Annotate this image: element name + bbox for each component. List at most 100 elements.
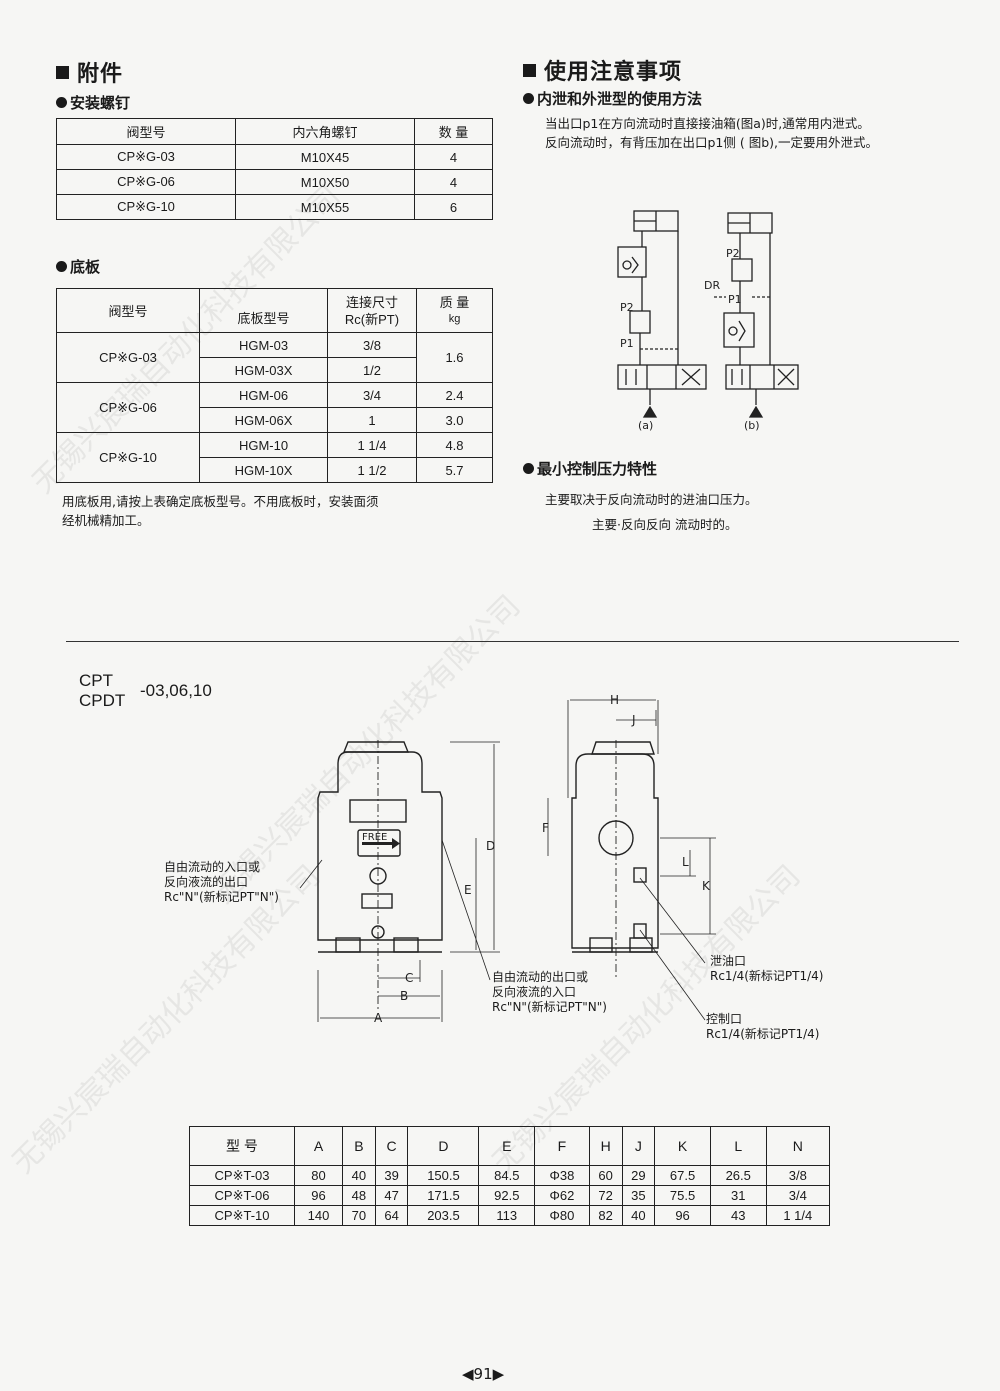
table-cell: CP※G-10 (56, 432, 200, 483)
circuit-b-dir-valve (725, 364, 799, 390)
table-cell: 75.5 (654, 1185, 711, 1206)
table-cell: 35 (621, 1185, 656, 1206)
page-number-text: 91 (473, 1365, 493, 1383)
table-cell: CP※G-06 (56, 169, 236, 195)
drain-port-callout: 泄油口 Rc1/4(新标记PT1/4) (710, 954, 824, 984)
model-designation: CPT CPDT (79, 671, 125, 711)
dim-header: 型 号 (189, 1126, 295, 1166)
table-cell: 92.5 (478, 1185, 536, 1206)
circuit-a-check (629, 310, 651, 334)
table-cell: 3/4 (765, 1185, 831, 1206)
table-cell: 40 (342, 1165, 376, 1186)
dim-header: N (765, 1126, 831, 1166)
table-cell: 4 (414, 144, 493, 170)
inlet-line1: 自由流动的入口或 (164, 860, 261, 874)
dim-header: B (342, 1126, 376, 1166)
dim-b: B (400, 989, 408, 1003)
table-cell: 39 (374, 1165, 409, 1186)
min-pressure-heading-text: 最小控制压力特性 (537, 460, 658, 478)
table-cell: 67.5 (654, 1165, 711, 1186)
base-header-conn-line1: 连接尺寸 (345, 294, 398, 310)
valve-drawing: FREE A B C D E F H J K L (299, 693, 716, 1025)
table-cell: 113 (478, 1205, 536, 1226)
dim-k: K (702, 879, 711, 893)
circuit-b-p2-label: P2 (726, 247, 740, 260)
dim-header: E (478, 1126, 536, 1166)
table-cell: Φ62 (534, 1185, 590, 1206)
free-label: FREE (362, 832, 387, 843)
table-cell: HGM-06 (199, 382, 328, 408)
table-cell: 47 (374, 1185, 409, 1206)
base-header-mass-line2: kg (448, 312, 461, 325)
base-note-line1: 用底板用,请按上表确定底板型号。不用底板时，安装面须 (62, 494, 379, 509)
min-pressure-heading: 最小控制压力特性 (523, 458, 657, 479)
dim-header: J (621, 1126, 656, 1166)
drain-text: 当出口p1在方向流动时直接接油箱(图a)时,通常用内泄式。 反向流动时，有背压加… (545, 114, 878, 152)
dim-header: C (374, 1126, 409, 1166)
table-cell: 140 (293, 1205, 344, 1226)
circuit-a-p2-label: P2 (620, 301, 634, 314)
inlet-line3: Rc"N"(新标记PT"N") (164, 890, 279, 904)
table-cell: CP※T-10 (189, 1205, 295, 1226)
dim-a: A (374, 1011, 383, 1025)
table-row: CP※G-10 HGM-10 1 1/4 4.8 (56, 432, 493, 483)
table-row: CP※G-03 M10X45 4 (56, 144, 493, 170)
dim-header: K (654, 1126, 711, 1166)
table-cell: 171.5 (407, 1185, 480, 1206)
table-cell: 60 (588, 1165, 623, 1186)
drain-port-line1: 泄油口 (710, 954, 747, 968)
outlet-line1: 自由流动的出口或 (492, 970, 589, 984)
table-row: CP※T-06 96 48 47 171.5 92.5 Φ62 72 35 75… (189, 1185, 831, 1206)
table-cell: 96 (293, 1185, 344, 1206)
table-cell: 2.4 (416, 382, 493, 408)
table-row: CP※T-10 140 70 64 203.5 113 Φ80 82 40 96… (189, 1205, 831, 1226)
base-header-mass-line1: 质 量 (439, 294, 470, 310)
table-cell: 72 (588, 1185, 623, 1206)
table-cell: 3/8 (765, 1165, 831, 1186)
table-cell: CP※G-06 (56, 382, 200, 433)
drain-text-line2: 反向流动时，有背压加在出口p1侧 ( 图b),一定要用外泄式。 (545, 135, 878, 150)
table-cell: 3/4 (327, 382, 417, 408)
dim-header: A (293, 1126, 344, 1166)
table-row: CP※G-03 HGM-03 3/8 1.6 (56, 332, 493, 383)
dim-f: F (542, 821, 549, 835)
base-header-valve: 阀型号 (56, 288, 200, 333)
outlet-callout: 自由流动的出口或 反向液流的入口 Rc"N"(新标记PT"N") (492, 970, 607, 1015)
table-row: CP※G-06 M10X50 4 (56, 169, 493, 195)
inlet-line2: 反向液流的出口 (164, 875, 249, 889)
table-row: HGM-03X 1/2 (57, 357, 493, 383)
table-cell: 70 (342, 1205, 376, 1226)
circuit-a-pilot-check (617, 246, 647, 278)
dimension-table: 型 号 A B C D E F H J K L N CP※T-03 80 40 … (189, 1126, 831, 1226)
right-triangle-icon: ▶ (492, 1365, 505, 1383)
table-row: CP※G-06 HGM-06 3/4 2.4 (56, 382, 493, 433)
accessories-heading-text: 附件 (77, 62, 124, 87)
pilot-port-callout: 控制口 Rc1/4(新标记PT1/4) (706, 1012, 820, 1042)
table-cell: 40 (621, 1205, 656, 1226)
table-cell: CP※G-10 (56, 194, 236, 220)
table-cell: CP※G-03 (56, 332, 200, 383)
table-cell: 31 (709, 1185, 767, 1206)
circuit-b-caption: (b) (744, 419, 760, 432)
dim-header: D (407, 1126, 480, 1166)
table-row: CP※T-03 80 40 39 150.5 84.5 Φ38 60 29 67… (189, 1165, 831, 1186)
min-pressure-line1: 主要取决于反向流动时的进油口压力。 (545, 492, 758, 507)
table-cell: CP※T-03 (189, 1165, 295, 1186)
table-cell: 3.0 (416, 407, 493, 433)
table-cell: 84.5 (478, 1165, 536, 1186)
dim-c: C (405, 971, 413, 985)
table-cell: 150.5 (407, 1165, 480, 1186)
table-cell: 82 (588, 1205, 623, 1226)
drain-text-line1: 当出口p1在方向流动时直接接油箱(图a)时,通常用内泄式。 (545, 116, 870, 131)
section-divider (66, 641, 959, 642)
outlet-line3: Rc"N"(新标记PT"N") (492, 1000, 607, 1014)
table-cell: 3/8 (327, 332, 417, 358)
table-cell: 43 (709, 1205, 767, 1226)
front-cap (342, 741, 410, 753)
arrow-icon (362, 842, 392, 845)
free-plate (357, 829, 401, 857)
table-cell: 64 (374, 1205, 409, 1226)
dim-h: H (610, 693, 619, 707)
table-cell: M10X45 (235, 144, 415, 170)
